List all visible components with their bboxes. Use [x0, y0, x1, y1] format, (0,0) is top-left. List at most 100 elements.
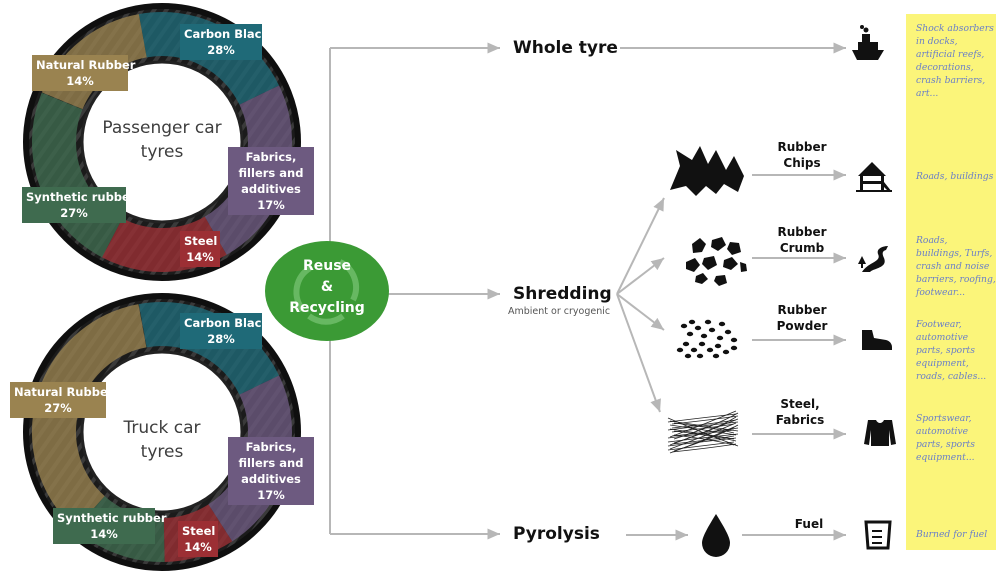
fibre-strand	[667, 433, 739, 443]
truck-steel-label: Steel 14%	[178, 521, 218, 557]
title-line-1: Passenger car	[102, 118, 222, 138]
segment-pct: 27%	[60, 206, 88, 220]
fuel-drop-icon	[702, 514, 730, 557]
fibre-strand	[673, 434, 735, 446]
rubber-powder-icon	[676, 319, 738, 359]
recycling-hub	[265, 241, 389, 341]
recycle-icon	[293, 265, 312, 312]
fibre-strand	[673, 430, 737, 442]
segment-name: Carbon Black	[184, 27, 270, 41]
fibre-strand	[673, 422, 735, 434]
powder-granule	[686, 331, 694, 337]
segment-pct: 28%	[207, 43, 235, 57]
powder-granule	[708, 327, 716, 333]
passenger-fabrics-label: Fabrics, fillers and additives 17%	[228, 147, 314, 215]
product-rubber-crumb: Rubber Crumb	[777, 225, 827, 255]
powder-granule	[684, 353, 692, 359]
powder-granule	[682, 341, 690, 347]
powder-granule	[722, 349, 730, 355]
segment-pct: 17%	[257, 488, 285, 502]
powder-granule	[704, 319, 712, 325]
passenger-synthetic-rubber-label: Synthetic rubber 27%	[22, 187, 136, 223]
fibre-strand	[667, 417, 739, 447]
segment-name: Steel	[182, 524, 216, 538]
fibre-strand	[669, 428, 735, 440]
use-steel-fabrics: Sportswear, automotive parts, sports equ…	[916, 413, 975, 463]
powder-granule	[718, 321, 726, 327]
powder-granule	[700, 333, 708, 339]
use-whole-tyre: Shock absorbers in docks, artificial ree…	[916, 23, 994, 99]
fibre-strand	[671, 443, 737, 453]
segment-pct: 14%	[186, 250, 214, 264]
use-rubber-crumb: Roads, buildings, Turfs, crash and noise…	[916, 235, 996, 298]
powder-granule	[712, 353, 720, 359]
segment-pct: 14%	[184, 540, 212, 554]
passenger-natural-rubber-label: Natural Rubber 14%	[32, 55, 135, 91]
segment-name: Natural Rubber	[14, 385, 114, 399]
segment-name: Synthetic rubber	[26, 190, 136, 204]
product-rubber-powder: Rubber Powder	[776, 303, 828, 333]
powder-granule	[706, 347, 714, 353]
powder-granule	[676, 347, 684, 353]
rubber-chips-icon	[670, 146, 744, 196]
truck-carbon-black-label: Carbon Black 28%	[180, 313, 269, 349]
title-line-2: tyres	[140, 442, 184, 462]
product-rubber-chips: Rubber Chips	[777, 140, 827, 170]
powder-granule	[680, 323, 688, 329]
segment-pct: 14%	[66, 74, 94, 88]
powder-granule	[724, 329, 732, 335]
truck-fabrics-label: Fabrics, fillers and additives 17%	[228, 437, 314, 505]
passenger-tyre-title: Passenger car tyres	[92, 116, 232, 164]
fibre-strand	[669, 420, 739, 432]
use-rubber-chips: Roads, buildings	[916, 171, 994, 182]
segment-pct: 27%	[44, 401, 72, 415]
segment-name: Steel	[184, 234, 218, 248]
segment-name: Carbon Black	[184, 316, 270, 330]
powder-granule	[694, 325, 702, 331]
route-shredding-subtitle: Ambient or cryogenic	[508, 306, 611, 317]
segment-name: Natural Rubber	[36, 58, 136, 72]
powder-granule	[716, 335, 724, 341]
segment-name: Fabrics, fillers and additives	[238, 150, 304, 196]
segment-name: Synthetic rubber	[57, 511, 167, 525]
powder-granule	[690, 347, 698, 353]
hub-line-3: Recycling	[289, 300, 365, 316]
powder-granule	[688, 319, 696, 325]
powder-granule	[730, 345, 738, 351]
segment-name: Fabrics, fillers and additives	[238, 440, 304, 486]
use-fuel: Burned for fuel	[916, 529, 988, 540]
powder-granule	[696, 353, 704, 359]
route-shredding: Shredding	[513, 284, 612, 304]
ship-icon	[852, 25, 884, 60]
fibre-strand	[669, 424, 737, 436]
title-line-2: tyres	[140, 142, 184, 162]
truck-tyre-title: Truck car tyres	[92, 416, 232, 464]
rubber-crumb-icon	[686, 237, 747, 286]
hub-label: Reuse & Recycling	[286, 256, 368, 319]
powder-granule	[698, 341, 706, 347]
tyre-hub-hole	[80, 350, 244, 514]
steel-fabrics-icon	[667, 410, 739, 454]
passenger-carbon-black-label: Carbon Black 28%	[180, 24, 269, 60]
fibre-strand	[669, 422, 737, 450]
road-icon	[858, 246, 888, 272]
powder-granule	[714, 343, 722, 349]
segment-pct: 14%	[90, 527, 118, 541]
segment-pct: 28%	[207, 332, 235, 346]
composition-segment-synthetic-rubber	[32, 92, 123, 258]
powder-granule	[730, 337, 738, 343]
truck-synthetic-rubber-label: Synthetic rubber 14%	[53, 508, 167, 544]
truck-natural-rubber-label: Natural Rubber 27%	[10, 382, 113, 418]
product-steel-fabrics: Steel, Fabrics	[775, 397, 825, 427]
shoe-icon	[862, 330, 892, 350]
uses-panel	[906, 14, 996, 550]
title-line-1: Truck car	[123, 418, 201, 438]
route-whole-tyre: Whole tyre	[513, 38, 618, 58]
use-rubber-powder: Footwear, automotive parts, sports equip…	[916, 319, 987, 382]
beaker-icon	[864, 520, 892, 550]
hub-line-1: Reuse	[302, 258, 352, 274]
hub-line-2: &	[320, 279, 334, 295]
product-fuel: Fuel	[794, 517, 824, 531]
